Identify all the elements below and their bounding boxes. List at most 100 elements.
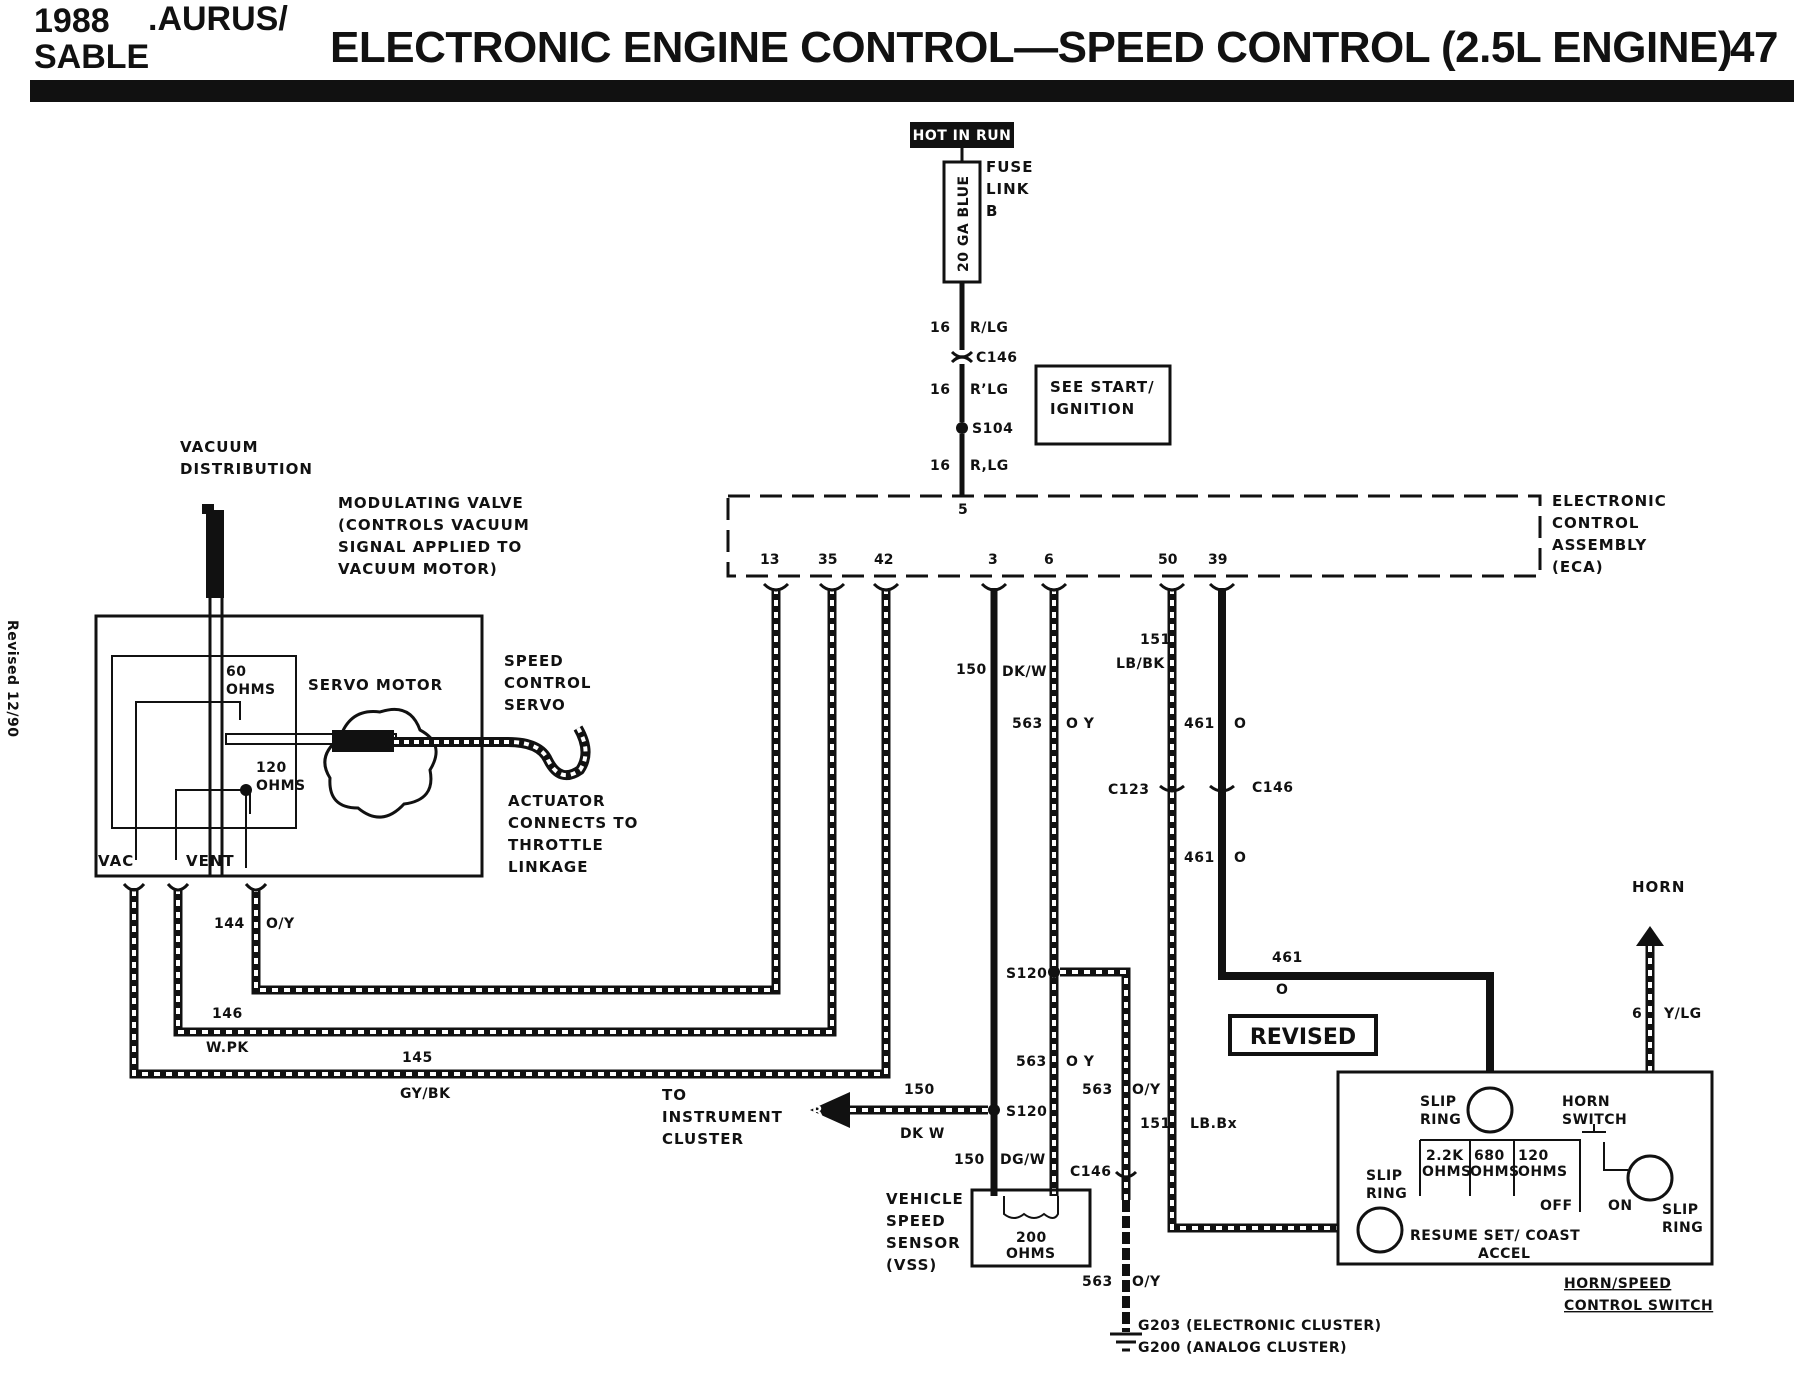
pin-cup-35: [818, 582, 846, 592]
model-name-line1: .AURUS/: [148, 0, 288, 38]
wire-461-color-2: O: [1234, 850, 1246, 866]
wire-563-number-2: 563: [1016, 1054, 1047, 1070]
resistor-120-unit: OHMS: [1518, 1164, 1568, 1180]
wire-461-color: O: [1234, 716, 1246, 732]
ground-g200-label: G200 (ANALOG CLUSTER): [1138, 1340, 1347, 1356]
feed-color-1: R/LG: [970, 320, 1008, 336]
pin-cup-13: [762, 582, 790, 592]
servo-harness: 144 O/Y 146 W.PK 145 GY/BK: [129, 588, 891, 1102]
speed-control-servo-label-1: SPEED: [504, 652, 564, 670]
s104-splice-dot: [956, 422, 968, 434]
switch-on-label: ON: [1608, 1198, 1633, 1214]
wire-150-color: DK/W: [1002, 664, 1047, 680]
modulating-valve-label-1: MODULATING VALVE: [338, 494, 524, 512]
speed-control-servo-label-2: CONTROL: [504, 674, 591, 692]
to-cluster-label-3: CLUSTER: [662, 1130, 744, 1148]
cluster-arrow: [810, 1092, 850, 1128]
wire-144-hatch: [254, 588, 778, 992]
wire-461-number-2: 461: [1184, 850, 1215, 866]
resistor-680-unit: OHMS: [1470, 1164, 1520, 1180]
horn-switch-label-2: SWITCH: [1562, 1112, 1627, 1128]
wire-144-number: 144: [214, 916, 245, 932]
servo-motor-label: SERVO MOTOR: [308, 676, 443, 694]
eca-pin-35: 35: [818, 552, 837, 568]
modulating-valve-label-2: (CONTROLS VACUUM: [338, 516, 530, 534]
to-cluster-label-1: TO: [662, 1086, 687, 1104]
eca-label-3: ASSEMBLY: [1552, 536, 1647, 554]
vss-label-4: (VSS): [886, 1256, 937, 1274]
wire-563-number-3: 563: [1082, 1082, 1113, 1098]
horn-switch-contact: [1582, 1124, 1606, 1133]
wire-563-number-4: 563: [1082, 1274, 1113, 1290]
vent-port-label: VENT: [186, 852, 235, 870]
horn-speed-switch-title-1: HORN/SPEED: [1564, 1276, 1671, 1292]
vss-sensor-box: [970, 1188, 1092, 1268]
revised-badge-text: REVISED: [1250, 1025, 1356, 1050]
valve-coil-wire-1: [135, 701, 241, 860]
header-rule: [30, 80, 1794, 102]
feed-gauge-2: 16: [930, 382, 950, 398]
vacuum-distribution-label-2: DISTRIBUTION: [180, 460, 313, 478]
wire-150-color-vss: DG/W: [1000, 1152, 1046, 1168]
wire-461: [1218, 588, 1494, 1072]
slip-ring-left-icon: [1356, 1206, 1404, 1254]
vac-port-label: VAC: [98, 852, 134, 870]
pin-cup-6: [1040, 582, 1068, 592]
resistor-2-2k-unit: OHMS: [1422, 1164, 1472, 1180]
wire-563-color-2: O Y: [1066, 1054, 1095, 1070]
throttle-actuator-cable: [394, 725, 591, 781]
ground-g203-label: G203 (ELECTRONIC CLUSTER): [1138, 1318, 1382, 1334]
s120-label-lower: S120: [1006, 1104, 1047, 1120]
wire-151-hatch: [1170, 588, 1338, 1230]
wire-151-color: LB/BK: [1116, 656, 1165, 672]
page-number: 47: [1730, 23, 1778, 72]
to-cluster-label-2: INSTRUMENT: [662, 1108, 783, 1126]
wire-146-number: 146: [212, 1006, 243, 1022]
pin-cup-3: [980, 582, 1008, 592]
resistor-60-label: 60: [226, 664, 246, 680]
splice-label-s104: S104: [972, 421, 1013, 437]
see-reference-box: [1034, 364, 1172, 446]
vacuum-hose: [206, 510, 224, 598]
wire-150-number-vss: 150: [954, 1152, 985, 1168]
eca-pin-42: 42: [874, 552, 893, 568]
see-reference-text-1: SEE START/: [1050, 378, 1155, 396]
eca-pin-6: 6: [1044, 552, 1054, 568]
eca-dashed-box: [726, 494, 1542, 578]
hot-in-run-text: HOT IN RUN: [913, 128, 1012, 144]
wire-145-color: GY/BK: [400, 1086, 451, 1102]
wire-563-color: O Y: [1066, 716, 1095, 732]
servo-piston: [332, 730, 394, 752]
horn-switch-label-1: HORN: [1562, 1094, 1610, 1110]
c123-label: C123: [1108, 782, 1150, 798]
wire-563-number: 563: [1012, 716, 1043, 732]
wire-151-number: 151: [1140, 632, 1171, 648]
vss-label-3: SENSOR: [886, 1234, 961, 1252]
speed-control-servo-label-3: SERVO: [504, 696, 566, 714]
horn-arrow: [1636, 926, 1664, 946]
fuse-link-label: FUSE: [986, 158, 1033, 176]
actuator-label-2: CONNECTS TO: [508, 814, 638, 832]
switch-circuit: 151 LB/BK 461 O C123 C146 461 O 461 O 15…: [1108, 588, 1714, 1314]
vss-coil: [1003, 1196, 1059, 1219]
eca-label-1: ELECTRONIC: [1552, 492, 1667, 510]
eca-label-4: (ECA): [1552, 558, 1604, 576]
speed-control-servo: VACUUM DISTRIBUTION MODULATING VALVE (CO…: [94, 438, 638, 878]
wire-145-number: 145: [402, 1050, 433, 1066]
port-cup-vac: [122, 882, 146, 892]
vss-resistance-value: 200: [1016, 1230, 1047, 1246]
wire-151-color-2: LB.Bx: [1190, 1116, 1237, 1132]
pin-cup-39: [1208, 582, 1236, 592]
fuse-link-label-3: B: [986, 202, 998, 220]
c146-connector-right: [1209, 784, 1235, 793]
slip-ring-left-label-1: SLIP: [1366, 1168, 1402, 1184]
c146-label-right: C146: [1252, 780, 1294, 796]
wire-151-number-2: 151: [1140, 1116, 1171, 1132]
resistor-2-2k-value: 2.2K: [1426, 1148, 1464, 1164]
servo-inner-box: [111, 655, 297, 829]
feed-connector-label: C146: [976, 350, 1018, 366]
vacuum-hose-cap: [202, 504, 214, 514]
page-header: 1988 .AURUS/ SABLE ELECTRONIC ENGINE CON…: [30, 0, 1794, 102]
resistor-120-unit: OHMS: [256, 778, 306, 794]
model-year: 1988: [34, 2, 110, 40]
